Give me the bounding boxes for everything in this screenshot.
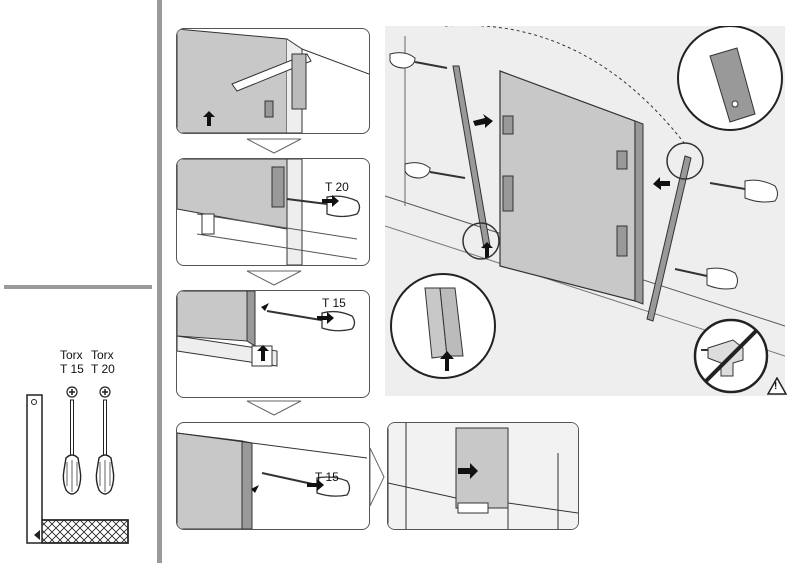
tools-illustration <box>26 386 129 544</box>
screwdriver-icon <box>709 179 778 203</box>
screwdriver-icon <box>389 52 448 69</box>
arrow-icon <box>473 114 493 128</box>
torx20-label-line2: T 20 <box>91 362 115 376</box>
arrow-icon <box>653 177 670 190</box>
step-arrow-4 <box>369 447 385 507</box>
arrow-icon <box>251 485 259 493</box>
step-arrow-3 <box>246 400 302 416</box>
step-2-panel: T 20 <box>176 158 370 266</box>
torx15-label-line2: T 15 <box>60 362 84 376</box>
no-power-drill-icon <box>693 318 769 394</box>
warning-symbol: ! <box>774 381 778 392</box>
step-4-driver-label: T 15 <box>315 470 339 484</box>
arrow-icon <box>440 351 454 371</box>
step-arrow-1 <box>246 138 302 154</box>
torx20-label-line1: Torx <box>91 348 114 362</box>
arrow-icon <box>203 111 215 126</box>
left-sidebar-rule-top <box>4 285 152 289</box>
step-2-driver-label: T 20 <box>325 180 349 194</box>
step-3-driver-label: T 15 <box>322 296 346 310</box>
screwdriver-t20-icon <box>95 386 115 495</box>
arrow-icon <box>261 303 269 311</box>
arrow-icon <box>322 195 339 207</box>
arrow-icon <box>307 479 324 491</box>
main-illustration <box>385 26 785 396</box>
arrow-icon <box>481 242 493 258</box>
vertical-divider <box>157 0 162 563</box>
torx15-label-line1: Torx <box>60 348 83 362</box>
screwdriver-icon <box>674 267 738 290</box>
screwdriver-t15-icon <box>62 386 82 495</box>
step-5-panel <box>387 422 579 530</box>
arrow-icon <box>317 312 334 324</box>
arrow-icon <box>257 345 269 361</box>
warning-triangle-icon <box>767 377 787 395</box>
step-4-panel: T 15 <box>176 422 370 530</box>
step-arrow-2 <box>246 270 302 286</box>
step-3-panel: T 15 <box>176 290 370 398</box>
arrow-icon <box>458 463 478 479</box>
step-1-panel <box>176 28 370 134</box>
screwdriver-icon <box>404 162 466 179</box>
